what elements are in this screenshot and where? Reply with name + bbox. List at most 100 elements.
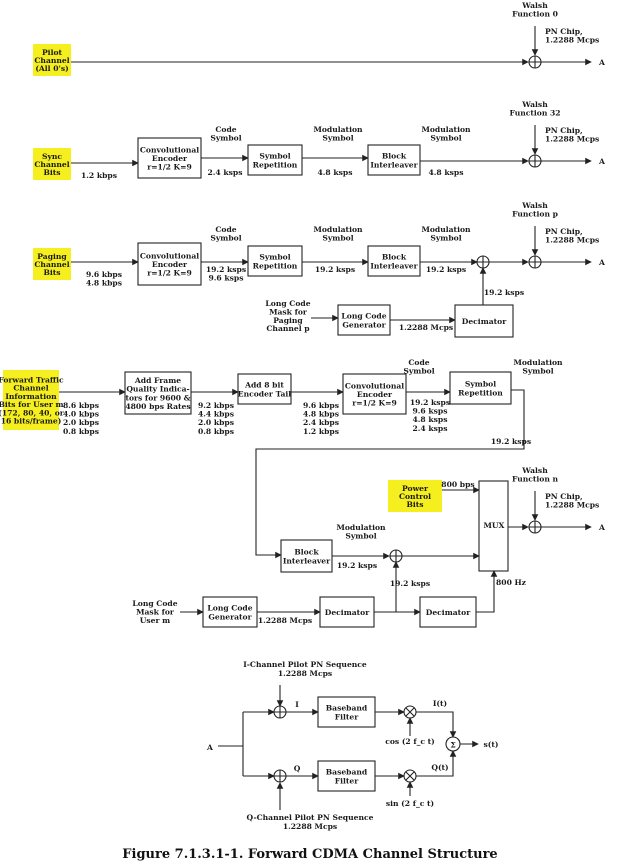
q-carrier-multiplier-cross <box>405 771 415 781</box>
traffic-rate-in: 0.8 kbps <box>63 427 99 436</box>
sync-channel-box-label: Bits <box>43 168 60 177</box>
paging-rate-scramble: 19.2 ksps <box>484 288 524 297</box>
pilot-channel-box-label: Channel <box>34 56 69 65</box>
traffic-code-symbol: Code <box>408 358 429 367</box>
paging-rate-code: 19.2 ksps <box>206 265 246 274</box>
traffic-mod-symbol-2: Symbol <box>345 532 376 541</box>
traffic-mod-symbol-2: Modulation <box>336 523 386 532</box>
traffic-conv-encoder-label: r=1/2 K=9 <box>352 399 397 408</box>
paging-block-interleaver-label: Interleaver <box>370 261 418 270</box>
paging-scramble-adder-cross <box>477 256 489 268</box>
traffic-rate-tail: 1.2 kbps <box>303 427 339 436</box>
traffic-line-5 <box>255 389 525 559</box>
traffic-conv-encoder-label: Convolutional <box>345 381 404 390</box>
i-carrier-multiplier-cross <box>405 707 415 717</box>
traffic-long-code-mask: Long Code <box>132 599 177 608</box>
traffic-rate-code: 9.6 ksps <box>413 407 448 416</box>
traffic-dec2-up-line <box>476 570 498 613</box>
traffic-symbol-repetition <box>449 371 512 405</box>
sync-code-symbol: Code <box>215 125 236 134</box>
paging-channel-box-label: Channel <box>34 260 69 269</box>
traffic-rate-code: 2.4 ksps <box>413 424 448 433</box>
traffic-decimator-1-label: Decimator <box>325 608 370 617</box>
it-line <box>416 711 457 738</box>
paging-symbol-repetition-label: Symbol <box>259 253 290 262</box>
paging-long-code-generator-label: Generator <box>342 320 386 329</box>
q-pn-sequence: 1.2288 Mcps <box>283 822 337 831</box>
sync-pn: 1.2288 Mcps <box>545 135 599 144</box>
traffic-walsh: Function n <box>512 475 559 484</box>
i-baseband-filter-label: Filter <box>335 712 359 721</box>
traffic-long-code-generator-label: Generator <box>208 612 252 621</box>
traffic-long-code-generator <box>202 596 258 628</box>
it-label: I(t) <box>433 699 447 708</box>
sync-rate-mod1: 4.8 ksps <box>318 168 353 177</box>
traffic-mod-symbol-1: Modulation <box>513 358 563 367</box>
traffic-mux <box>478 480 509 572</box>
i-pn-sequence: I-Channel Pilot PN Sequence <box>243 660 367 669</box>
sync-walsh-adder-cross <box>529 155 541 167</box>
traffic-frame-quality <box>124 371 192 415</box>
pilot-pn: PN Chip, <box>545 27 583 36</box>
power-rate: 800 bps <box>441 480 474 489</box>
sync-pn: PN Chip, <box>545 126 583 135</box>
pilot-walsh: Walsh <box>521 1 548 10</box>
paging-rate-code: 9.6 ksps <box>209 274 244 283</box>
paging-rate-in: 4.8 kbps <box>86 279 122 288</box>
traffic-rate-code: 4.8 ksps <box>413 415 448 424</box>
paging-channel-box <box>33 248 71 280</box>
figure-caption: Figure 7.1.3.1-1. Forward CDMA Channel S… <box>122 847 497 862</box>
i-branch-label: I <box>295 700 299 709</box>
sync-conv-encoder-label: r=1/2 K=9 <box>147 163 192 172</box>
q-pn-sequence: Q-Channel Pilot PN Sequence <box>247 813 374 822</box>
pilot-channel-box <box>33 44 71 76</box>
traffic-conv-encoder <box>342 373 407 415</box>
q-pn-adder-cross <box>274 770 286 782</box>
quad-summer-sigma: Σ <box>450 741 455 750</box>
paging-rate-lc: 1.2288 Mcps <box>399 323 453 332</box>
i-pn-adder-cross <box>274 706 286 718</box>
sync-rate-mod2: 4.8 ksps <box>429 168 464 177</box>
traffic-out-a: A <box>598 523 605 532</box>
power-control-box-label: Bits <box>406 500 423 509</box>
traffic-walsh-adder-cross <box>529 521 541 533</box>
qt-label: Q(t) <box>431 763 448 772</box>
paging-out-a: A <box>598 258 605 267</box>
traffic-block-interleaver-label: Interleaver <box>283 556 331 565</box>
traffic-rate-in: 8.6 kbps <box>63 401 99 410</box>
traffic-rate-in: 2.0 kbps <box>63 418 99 427</box>
traffic-rate-fq: 9.2 kbps <box>198 401 234 410</box>
traffic-rate-int: 19.2 ksps <box>337 561 377 570</box>
traffic-frame-quality-label: tors for 9600 & <box>125 393 190 402</box>
paging-walsh: Function p <box>512 210 558 219</box>
traffic-pn: PN Chip, <box>545 492 583 501</box>
paging-long-code-mask: Mask for <box>269 307 308 316</box>
paging-decimator <box>454 304 514 338</box>
traffic-rate-tail: 4.8 kbps <box>303 410 339 419</box>
traffic-decimator-2-label: Decimator <box>426 608 471 617</box>
paging-mod-symbol-2: Modulation <box>421 225 471 234</box>
sync-mod-symbol-2: Modulation <box>421 125 471 134</box>
traffic-channel-box-label: Information <box>5 392 57 401</box>
traffic-rate-code: 19.2 ksps <box>410 398 450 407</box>
sync-out-a: A <box>598 157 605 166</box>
paging-code-symbol: Code <box>215 225 236 234</box>
paging-mod-symbol-1: Symbol <box>322 234 353 243</box>
mux-rate-hz: 800 Hz <box>496 578 527 587</box>
paging-code-symbol: Symbol <box>210 234 241 243</box>
traffic-block-interleaver-label: Block <box>294 548 319 557</box>
sync-channel-box <box>33 148 71 180</box>
traffic-scramble-adder-cross <box>390 550 402 562</box>
traffic-long-code-generator-label: Long Code <box>207 604 252 613</box>
traffic-long-code-mask: User m <box>140 616 170 625</box>
quad-input-a: A <box>206 743 213 752</box>
paging-decimator-label: Decimator <box>462 317 507 326</box>
paging-mod-symbol-2: Symbol <box>430 234 461 243</box>
power-control-box-label: Control <box>399 492 431 501</box>
paging-long-code-mask: Channel p <box>266 324 309 333</box>
sync-symbol-repetition <box>247 144 303 176</box>
traffic-frame-quality-label: Quality Indica- <box>126 385 189 394</box>
traffic-mod-symbol-1: Symbol <box>522 367 553 376</box>
paging-long-code-generator-label: Long Code <box>341 312 386 321</box>
